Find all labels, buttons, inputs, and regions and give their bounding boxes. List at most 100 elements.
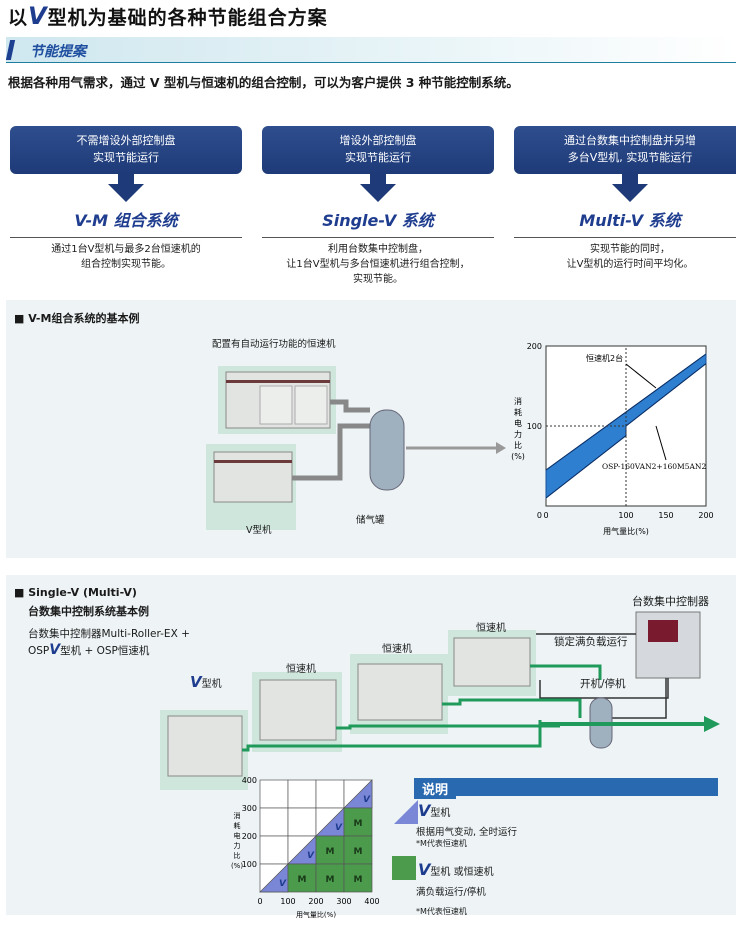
- system-tile-3: 通过台数集中控制盘并另增 多台V型机, 实现节能运行: [514, 126, 736, 174]
- legend-v1-note: *M代表恒速机: [416, 839, 467, 848]
- legend-v2-note: *M代表恒速机: [416, 907, 467, 916]
- system-desc-3: 实现节能的同时， 让V型机的运行时间平均化。: [514, 237, 736, 272]
- vm-example-heading: ■ V-M组合系统的基本例: [14, 312, 140, 325]
- grid-cell: [315, 863, 345, 893]
- y-tick-label: 300: [242, 804, 257, 813]
- y-tick-label: 100: [527, 422, 542, 431]
- grid-cell: [287, 863, 317, 893]
- sv-heading1: ■ Single-V (Multi-V): [14, 586, 137, 599]
- v-cell-label: V: [335, 823, 343, 833]
- system-name-3: Multi-V 系统: [579, 211, 681, 230]
- v-cell-label: V: [307, 851, 315, 861]
- grid-cell: [315, 779, 345, 809]
- fixed2-label: 恒速机: [382, 644, 412, 655]
- sv-diagram: [160, 611, 720, 790]
- sv-desc1: 台数集中控制器Multi-Roller-EX +: [28, 628, 190, 640]
- control-line: [590, 678, 667, 719]
- y-axis-label: (%): [511, 452, 525, 461]
- air-tank: [369, 409, 405, 491]
- fixed1-label: 恒速机: [286, 664, 316, 675]
- start-stop-label: 开机/停机: [580, 678, 626, 690]
- system-tile-1: 不需增设外部控制盘 实现节能运行: [10, 126, 242, 174]
- v-legend-swatch: [394, 800, 418, 824]
- y-axis-label: 电: [234, 831, 241, 840]
- pipe: [292, 423, 370, 481]
- controller-screen: [648, 620, 678, 642]
- machine-stripe: [226, 380, 330, 383]
- machine-door: [259, 385, 293, 425]
- machine-door: [294, 385, 328, 425]
- legend-v1: V型机: [418, 801, 451, 820]
- grid-cell: [287, 807, 317, 837]
- grid-cell: [287, 779, 317, 809]
- system-tile-2: 增设外部控制盘 实现节能运行: [262, 126, 494, 174]
- v-cell-label: V: [363, 795, 371, 805]
- legend-v2: V型机 或恒速机: [418, 860, 494, 879]
- fixed-machine-1: [259, 679, 337, 741]
- y-axis-label: 力: [514, 429, 522, 439]
- legend-v1-desc: 根据用气变动, 全时运行: [416, 827, 518, 838]
- y-axis-label: 比: [514, 440, 522, 450]
- vm-diagram: [206, 366, 506, 530]
- x-axis-label: 用气量比(%): [603, 526, 649, 536]
- x-tick-label: 150: [658, 511, 673, 520]
- grid-cell: [315, 835, 345, 865]
- v-machine-sv: [167, 715, 243, 777]
- y-tick-label: 400: [242, 776, 257, 785]
- v-machine-sv-label: V型机: [190, 673, 222, 691]
- y-tick-label: 0: [537, 511, 542, 520]
- v-machine: [213, 451, 293, 503]
- annotation-leader: [625, 363, 657, 389]
- x-tick-label: 0: [257, 897, 262, 906]
- pipe: [530, 664, 602, 680]
- system-name-1: V-M 组合系统: [74, 211, 178, 230]
- grid-cell: [343, 835, 373, 865]
- y-axis-label: 消: [514, 396, 522, 406]
- y-axis-label: 耗: [234, 822, 241, 830]
- output-arrow: [496, 442, 506, 454]
- annotation-fixed: 恒速机2台: [586, 353, 623, 363]
- fixed-speed-label: 配置有自动运行功能的恒速机: [212, 339, 336, 350]
- section-marker: [5, 40, 16, 60]
- annotation-vm: OSP-160VAN2+160M5AN2: [602, 462, 706, 471]
- grid-cell: [259, 807, 289, 837]
- full-load-label: 锁定满负载运行: [554, 636, 628, 648]
- section-title: 节能提案: [30, 44, 86, 60]
- page-title: 以V型机为基础的各种节能组合方案: [8, 2, 328, 30]
- grid-cell: [343, 807, 373, 837]
- y-axis-label: 耗: [514, 408, 522, 417]
- intro-text: 根据各种用气需求，通过 V 型机与恒速机的组合控制，可以为客户提供 3 种节能控…: [8, 75, 519, 90]
- annotation-leader: [655, 425, 667, 461]
- sv-heading2: 台数集中控制系统基本例: [28, 605, 149, 618]
- fixed-machine-3: [453, 637, 531, 687]
- x-tick-label: 200: [308, 897, 323, 906]
- y-tick-label: 100: [242, 860, 257, 869]
- legend-header: 说明: [414, 778, 718, 799]
- fixed-machine-2: [357, 663, 443, 721]
- tank-label: 储气罐: [356, 515, 385, 526]
- m-legend-swatch: [392, 856, 416, 880]
- y-axis-label: 力: [234, 841, 241, 850]
- y-tick-label: 200: [242, 832, 257, 841]
- pipe: [442, 698, 582, 718]
- y-axis-label: 电: [514, 418, 522, 428]
- system-desc-1: 通过1台V型机与最多2台恒速机的 组合控制实现节能。: [10, 237, 242, 272]
- grid-cell: [259, 835, 289, 865]
- down-arrow-icon: [612, 172, 648, 202]
- x-tick-label: 100: [280, 897, 295, 906]
- m-cell-label: M: [326, 875, 335, 885]
- fixed3-label: 恒速机: [476, 623, 506, 634]
- m-cell-label: M: [354, 875, 363, 885]
- sv-desc2: OSPV型机 + OSP恒速机: [28, 642, 150, 658]
- pipe: [330, 399, 370, 413]
- m-cell-label: M: [326, 847, 335, 857]
- v-cell-label: V: [279, 879, 287, 889]
- m-cell-label: M: [298, 875, 307, 885]
- series-line-vm: [545, 363, 707, 499]
- m-cell-label: M: [354, 847, 363, 857]
- controller-label: 台数集中控制器: [632, 595, 709, 608]
- grid-cell: [343, 863, 373, 893]
- machine-stripe: [214, 460, 292, 463]
- grid-cell: [259, 779, 289, 809]
